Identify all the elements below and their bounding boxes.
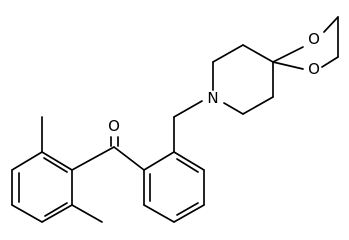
bond (272, 46, 304, 63)
bond (143, 151, 175, 171)
bond-network (11, 16, 339, 223)
bond (113, 146, 145, 171)
atom-labels: O N O O (108, 30, 320, 135)
bond (41, 151, 73, 171)
bond (176, 202, 199, 216)
bond (11, 204, 43, 223)
bond (71, 204, 103, 223)
bond (173, 100, 203, 118)
bond (44, 202, 68, 217)
bond (173, 151, 205, 171)
bond (176, 158, 199, 173)
bond (223, 102, 244, 115)
bond (41, 204, 73, 223)
bond (212, 44, 244, 63)
carbonyl-oxygen-label: O (108, 117, 120, 135)
bond (321, 56, 339, 68)
bond (143, 204, 175, 223)
dioxolane-oxygen-bottom-label: O (308, 60, 320, 78)
bond (11, 151, 43, 171)
bond (242, 96, 274, 115)
bond (71, 146, 115, 171)
bond (272, 61, 304, 70)
dioxolane-oxygen-top-label: O (308, 30, 320, 48)
piperidine-nitrogen-label: N (207, 89, 218, 107)
bond (173, 204, 205, 223)
bond (323, 16, 339, 33)
bond (242, 44, 274, 63)
bond (43, 157, 68, 173)
